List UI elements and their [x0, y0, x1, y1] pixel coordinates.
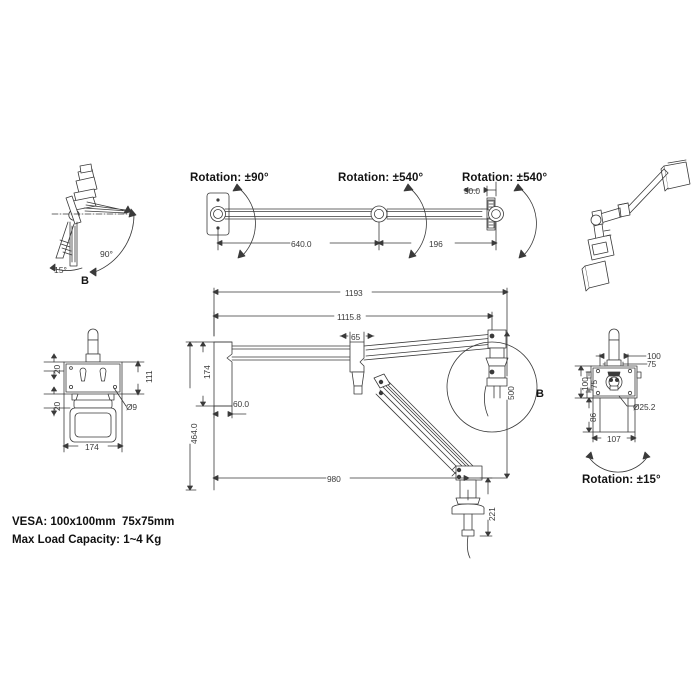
vesa-spec-text: VESA: 100x100mm 75x75mm [12, 516, 175, 528]
dim-plate-hole: Ø9 [126, 402, 137, 412]
dim-total-reach: 1193 [345, 288, 363, 298]
dim-base-reach: 980 [327, 474, 341, 484]
dim-total-height: 464.0 [189, 423, 199, 444]
view-label-b-left: B [81, 275, 89, 287]
dim-pole-diameter: Ø25.2 [633, 402, 656, 412]
side-tilt-geometry [49, 163, 137, 277]
vesa-plate-geometry [43, 328, 145, 453]
main-elevation-geometry [185, 287, 538, 559]
dim-drop: 500 [506, 386, 516, 400]
isometric-geometry [581, 159, 691, 292]
dim-bracket-width: 107 [607, 434, 621, 444]
dim-plan-offset: 50.0 [464, 186, 480, 196]
top-plan-geometry [206, 181, 537, 259]
dim-plan-short: 196 [429, 239, 443, 249]
dim-plan-long: 640.0 [291, 239, 312, 249]
dim-post-height: 174 [202, 365, 212, 379]
dim-plate-top-gap: 20 [52, 364, 62, 374]
dim-vesa-w-100: 100 [647, 351, 661, 361]
detail-label-b: B [536, 388, 544, 400]
rotation-mid-label: Rotation: ±540° [338, 172, 424, 184]
dim-plate-bottom-gap: 20 [52, 401, 62, 411]
dim-vesa-h-75: 75 [589, 379, 599, 389]
dim-vesa-w-75: 75 [647, 359, 657, 369]
dim-plate-width: 174 [85, 442, 99, 452]
rotation-end-label: Rotation: ±540° [462, 172, 548, 184]
rotation-tilt-label: Rotation: ±15° [582, 474, 661, 486]
tilt-angle-high-label: 90° [100, 249, 113, 259]
dim-segment: 65 [351, 332, 361, 342]
dim-post-width: 60.0 [233, 399, 249, 409]
dim-clamp: 221 [487, 507, 497, 521]
tilt-angle-low-label: 15° [54, 265, 67, 275]
rotation-base-label: Rotation: ±90° [190, 172, 269, 184]
front-head-geometry [574, 328, 651, 473]
dim-bracket-height: 86 [588, 412, 598, 422]
dim-arm-reach: 1115.8 [337, 312, 361, 322]
dim-plate-height: 111 [144, 370, 154, 383]
load-spec-text: Max Load Capacity: 1~4 Kg [12, 534, 162, 546]
